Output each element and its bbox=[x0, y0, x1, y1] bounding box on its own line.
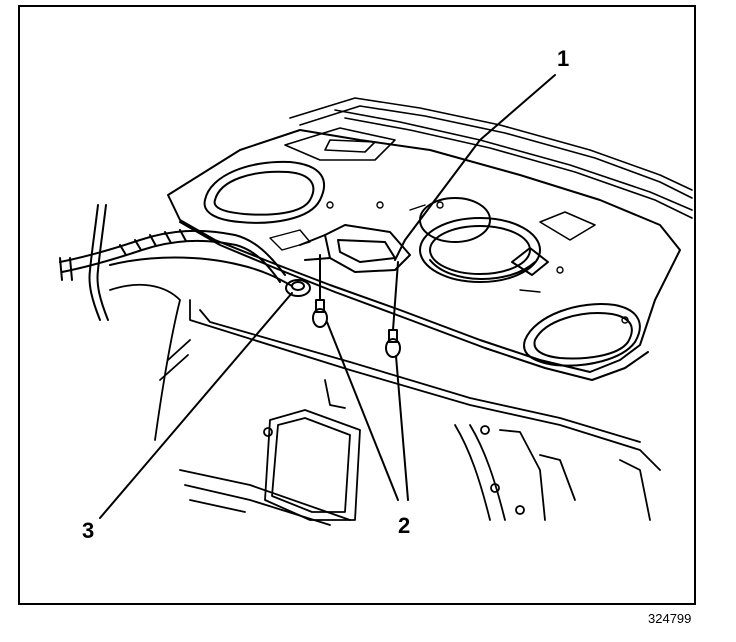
defrost-vent-left bbox=[284, 127, 396, 161]
callout-2: 2 bbox=[398, 513, 411, 538]
panel-details bbox=[269, 201, 629, 324]
right-speaker-opening bbox=[523, 303, 641, 367]
figure-frame bbox=[18, 5, 696, 605]
trunk-structure bbox=[109, 283, 661, 526]
callout-1: 1 bbox=[557, 46, 570, 71]
left-speaker-opening bbox=[203, 160, 325, 224]
package-tray-panel bbox=[167, 129, 681, 381]
bolt-right bbox=[385, 261, 401, 358]
rear-window-frame bbox=[289, 97, 693, 219]
leader-lines bbox=[99, 74, 556, 519]
center-speaker bbox=[419, 197, 549, 283]
leader-1 bbox=[394, 74, 556, 261]
callout-3: 3 bbox=[82, 518, 95, 543]
wiring-harness bbox=[59, 204, 293, 321]
defrost-vent-right bbox=[539, 211, 596, 241]
leader-2b bbox=[395, 355, 409, 501]
figure-number: 324799 bbox=[648, 611, 692, 626]
leader-2a bbox=[326, 321, 399, 501]
bolt-left bbox=[312, 254, 328, 328]
harness-connector bbox=[285, 279, 311, 297]
center-bracket bbox=[299, 224, 411, 273]
leader-3 bbox=[99, 292, 293, 519]
